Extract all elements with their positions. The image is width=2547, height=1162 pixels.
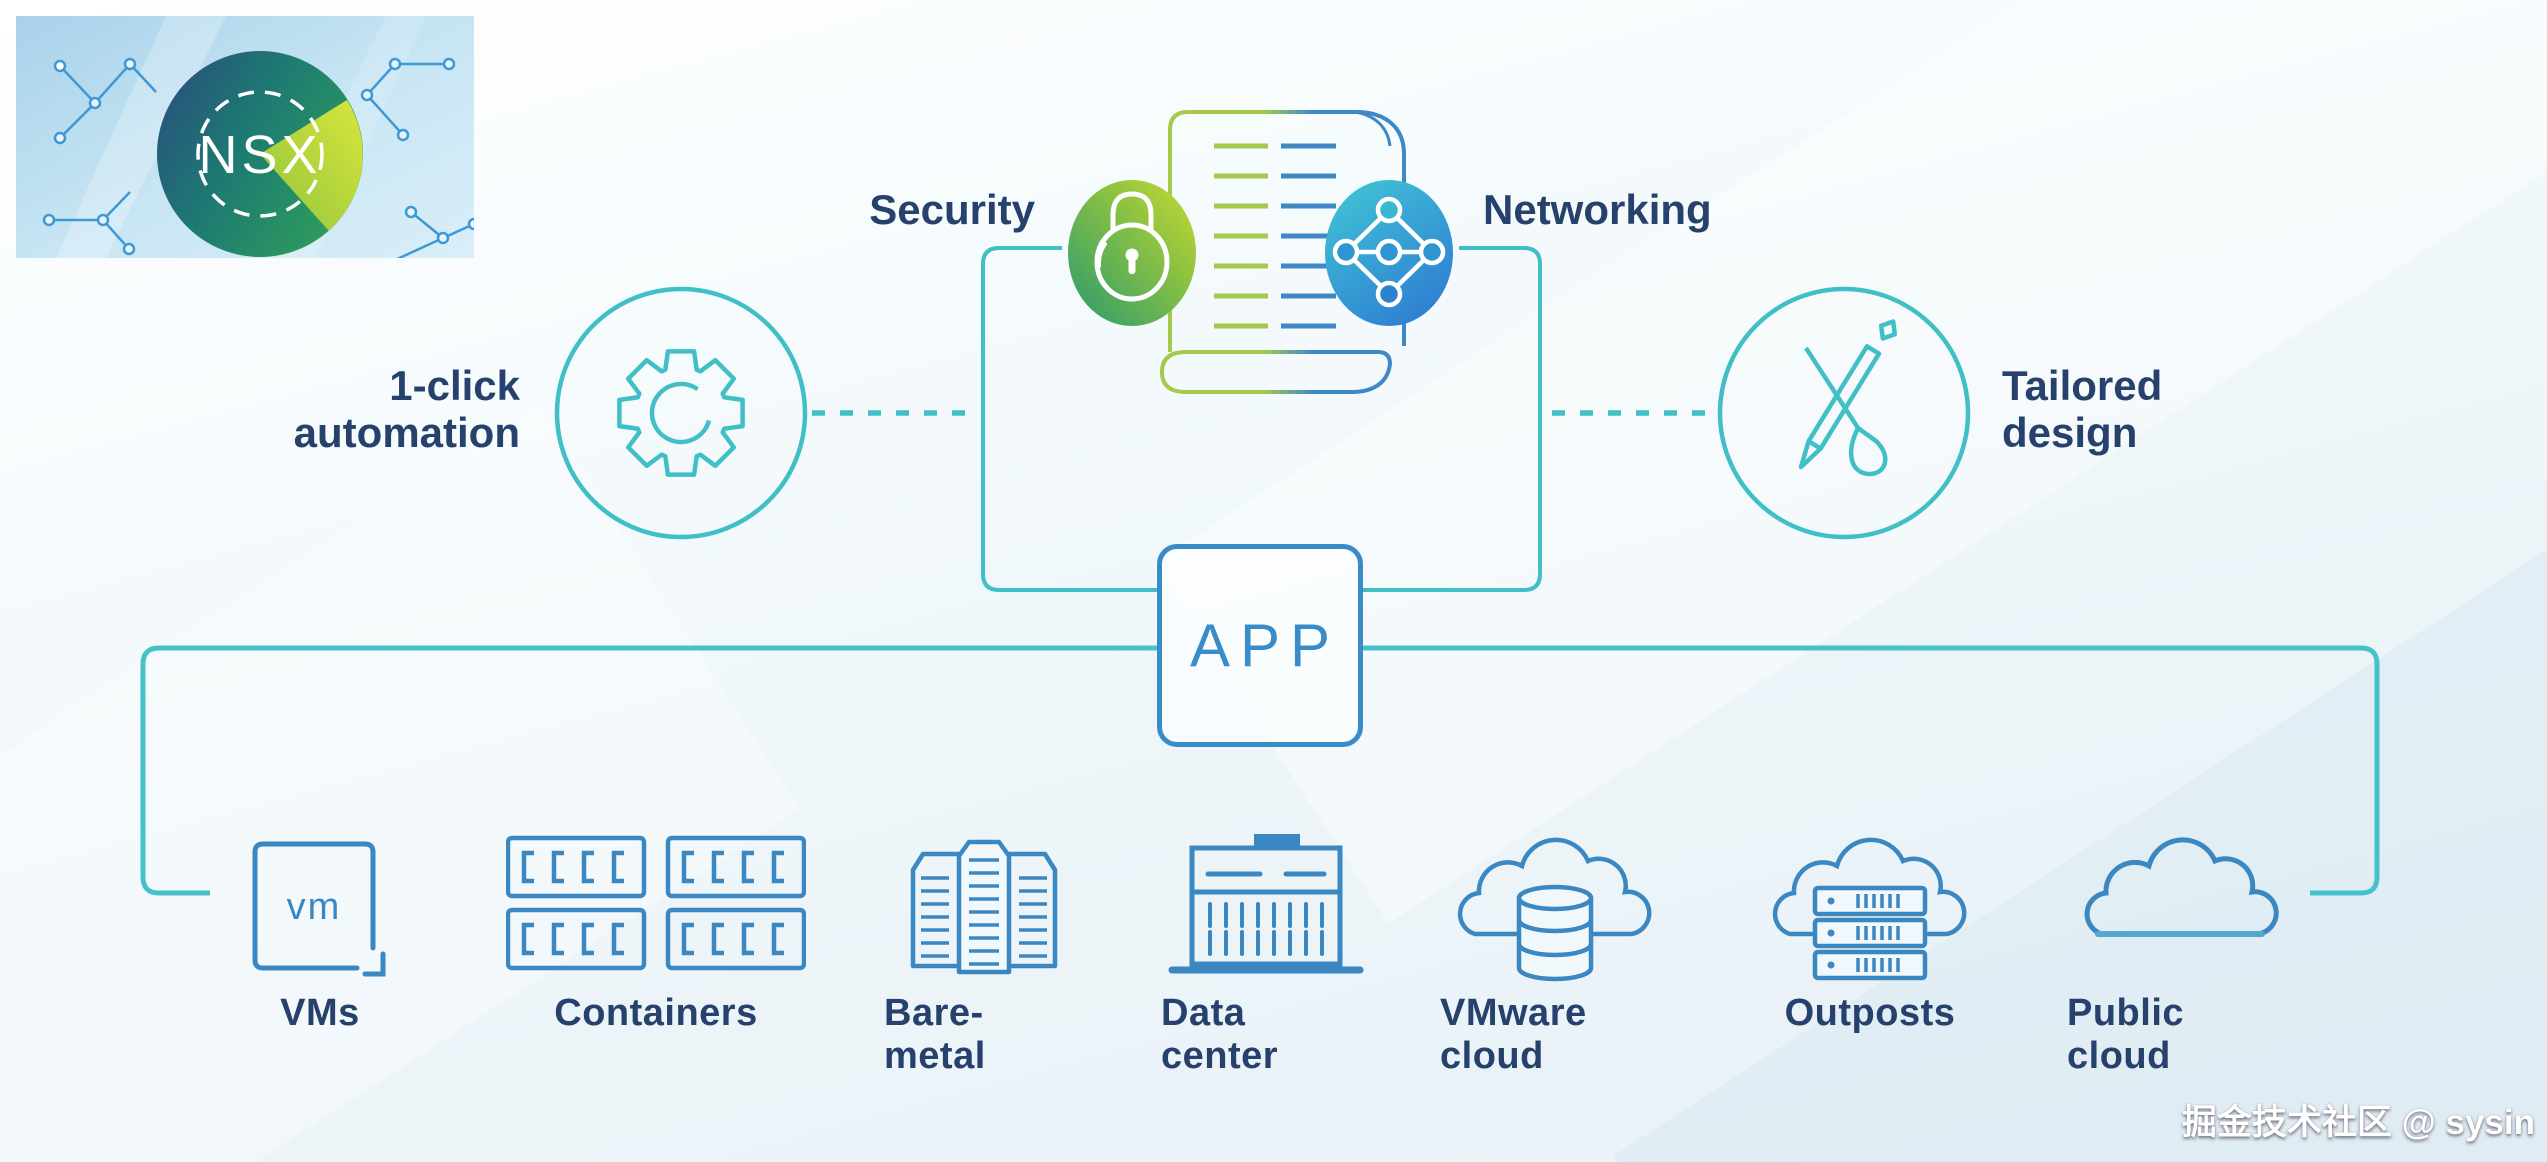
bracket-right	[1363, 246, 1542, 592]
automation-label: 1-click automation	[200, 362, 520, 456]
machine-label: Public cloud	[2067, 992, 2185, 1077]
scroll-lines-blue	[1281, 143, 1336, 329]
nsx-banner: NSX	[16, 16, 474, 258]
design-label: Tailored design	[2002, 362, 2162, 456]
bus-bracket-left	[140, 645, 1157, 896]
vm-box-text: vm	[287, 886, 342, 928]
gear-icon	[617, 349, 745, 477]
automation-label-line1: 1-click	[389, 362, 520, 409]
bare-metal-icon	[910, 839, 1058, 975]
networking-label: Networking	[1483, 186, 1712, 233]
automation-label-line2: automation	[293, 409, 520, 457]
machine-item-vms: vm VMs	[245, 824, 395, 1035]
vmware-cloud-icon	[1445, 824, 1665, 982]
server-rack	[1812, 885, 1928, 981]
lock-icon	[1094, 191, 1170, 302]
automation-circle	[554, 286, 808, 540]
policy-scroll-illustration	[1159, 110, 1406, 394]
machine-label: VMs	[280, 992, 360, 1034]
nsx-logo-text: NSX	[198, 125, 321, 185]
watermark: 掘金技术社区 @ sysin	[2181, 1103, 2535, 1142]
data-center-icon	[1168, 834, 1364, 974]
design-circle	[1717, 286, 1971, 540]
app-label: APP	[1189, 612, 1341, 679]
machine-item-data-center: Data center	[1161, 824, 1371, 1078]
bus-bracket-right	[1363, 645, 2380, 896]
machine-label: Containers	[554, 992, 758, 1034]
bracket-left	[981, 246, 1157, 592]
network-decoration	[42, 57, 474, 258]
scroll-lines-green	[1214, 143, 1268, 329]
networking-badge	[1325, 180, 1453, 326]
machine-label: Data center	[1161, 992, 1279, 1077]
app-box: APP	[1157, 544, 1363, 747]
machine-item-public-cloud: Public cloud	[2067, 824, 2297, 1078]
nsx-logo-circle: NSX	[157, 51, 363, 257]
database-cylinder	[1516, 884, 1594, 982]
public-cloud-icon	[2072, 824, 2292, 937]
machine-label: Outposts	[1784, 992, 1956, 1034]
security-label: Security	[869, 186, 1035, 233]
machine-label: Bare-metal	[884, 992, 986, 1077]
machine-item-bare-metal: Bare-metal	[884, 824, 1084, 1078]
machine-item-vmware-cloud: VMware cloud	[1440, 824, 1670, 1078]
design-label-line1: Tailored	[2002, 362, 2163, 409]
machine-item-outposts: Outposts	[1755, 824, 1985, 1035]
containers-icon	[506, 835, 806, 971]
outposts-icon	[1760, 824, 1980, 981]
design-label-line2: design	[2002, 409, 2138, 457]
vm-icon: vm	[252, 841, 386, 977]
machine-label: VMware cloud	[1440, 992, 1587, 1077]
nsx-banner-art: NSX	[16, 16, 474, 258]
network-nodes-icon	[1332, 196, 1446, 308]
machine-item-containers: Containers	[506, 824, 806, 1035]
pencil-brush-icon	[1798, 319, 1898, 477]
security-badge	[1068, 180, 1196, 326]
